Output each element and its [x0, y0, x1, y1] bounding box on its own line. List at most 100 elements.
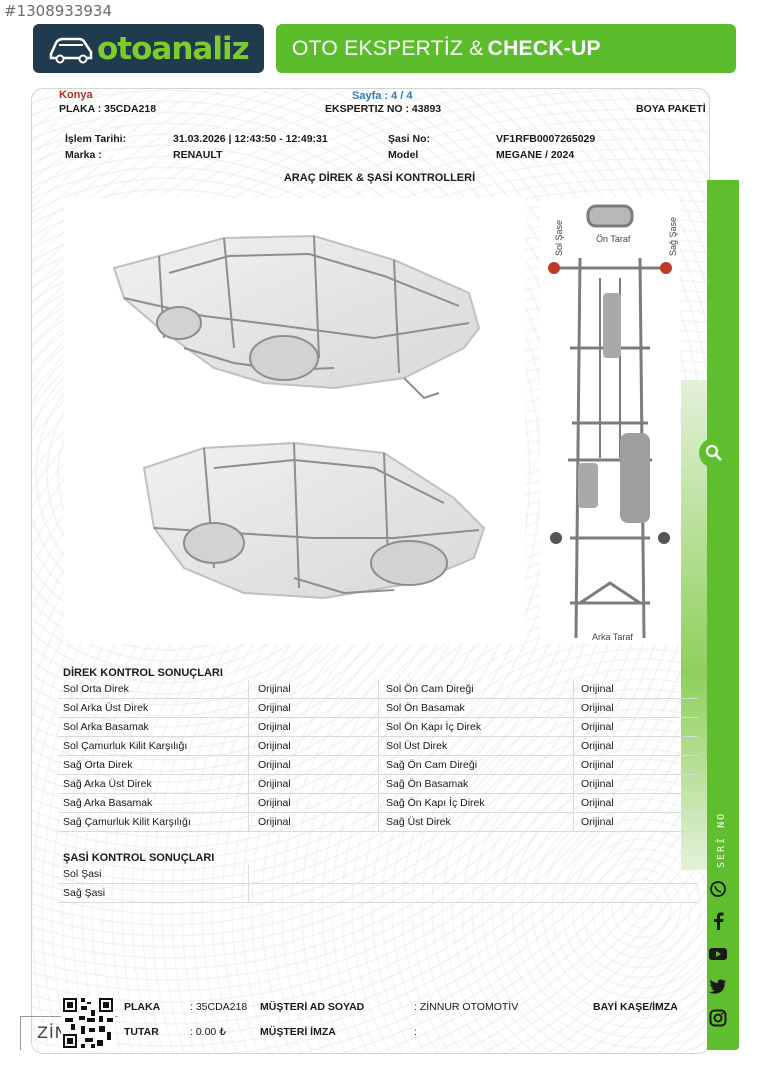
pillar-status: Orijinal [258, 778, 291, 790]
column-divider [248, 756, 249, 775]
column-divider [573, 813, 574, 832]
column-divider [248, 884, 249, 903]
chassis-name: Sağ Şasi [63, 887, 106, 899]
customer-signature-value: : [414, 1026, 417, 1038]
column-divider [378, 813, 379, 832]
pillar-name: Sol Çamurluk Kilit Karşılığı [63, 740, 188, 752]
column-divider [248, 813, 249, 832]
pillar-name: Sağ Arka Üst Direk [63, 778, 152, 790]
column-divider [573, 699, 574, 718]
table-row: Sol Şasi [58, 865, 698, 884]
front-side-label: Ön Taraf [596, 234, 631, 244]
customer-name-value: : ZİNNUR OTOMOTİV [414, 1001, 519, 1013]
twitter-icon[interactable] [708, 976, 728, 996]
pillar-name: Sağ Ön Basamak [386, 778, 469, 790]
pillar-status: Orijinal [581, 759, 614, 771]
pillar-status: Orijinal [581, 816, 614, 828]
column-divider [378, 699, 379, 718]
chassis-no-value: VF1RFB0007265029 [496, 133, 596, 145]
pillar-name: Sağ Ön Kapı İç Direk [386, 797, 485, 809]
column-divider [573, 680, 574, 699]
right-chassis-label: Sağ Şase [668, 217, 678, 256]
column-divider [248, 718, 249, 737]
title-regular: OTO EKSPERTİZ & [292, 36, 484, 60]
pillar-name: Sağ Arka Basamak [63, 797, 153, 809]
chassis-results-title: ŞASİ KONTROL SONUÇLARI [63, 852, 215, 864]
facebook-icon[interactable] [708, 911, 728, 931]
pillar-name: Sağ Üst Direk [386, 816, 451, 828]
logo-text: otoanaliz [97, 30, 250, 67]
pillar-name: Sol Arka Basamak [63, 721, 149, 733]
image-id-watermark: #1308933934 [4, 2, 113, 20]
model-label: Model [388, 149, 419, 161]
pillar-status: Orijinal [258, 702, 291, 714]
pillar-status: Orijinal [258, 759, 291, 771]
column-divider [248, 699, 249, 718]
pillar-status: Orijinal [258, 721, 291, 733]
plate-header: PLAKA : 35CDA218 [59, 103, 157, 115]
page-indicator: Sayfa : 4 / 4 [352, 90, 413, 102]
expertise-number: EKSPERTIZ NO : 43893 [325, 103, 442, 115]
column-divider [573, 775, 574, 794]
qr-code[interactable] [61, 996, 115, 1050]
youtube-icon[interactable] [708, 944, 728, 964]
model-value: MEGANE / 2024 [496, 149, 575, 161]
column-divider [378, 680, 379, 699]
table-row: Sağ Orta Direk Orijinal Sağ Ön Cam Direği O… [58, 756, 698, 775]
pillar-status: Orijinal [581, 702, 614, 714]
table-row: Sağ Arka Basamak Orijinal Sağ Ön Kapı İç D… [58, 794, 698, 813]
pillar-name: Sol Ön Basamak [386, 702, 465, 714]
footer-plate-label: PLAKA [124, 1001, 161, 1013]
customer-signature-label: MÜŞTERİ İMZA [260, 1026, 336, 1038]
chassis-diagram: Sol Şase Ön Taraf Sağ Şase Arka Taraf [540, 198, 680, 644]
column-divider [573, 718, 574, 737]
footer-amount-label: TUTAR [124, 1026, 159, 1038]
column-divider [378, 737, 379, 756]
package-name: BOYA PAKETİ [636, 103, 706, 115]
table-row: Sol Arka Üst Direk Orijinal Sol Ön Basamak… [58, 699, 698, 718]
rear-side-label: Arka Taraf [592, 632, 633, 642]
column-divider [248, 775, 249, 794]
customer-name-label: MÜŞTERİ AD SOYAD [260, 1001, 365, 1013]
city-label: Konya [59, 89, 93, 101]
column-divider [378, 756, 379, 775]
brand-logo[interactable]: otoanaliz [33, 24, 264, 73]
pillar-name: Sol Ön Cam Direği [386, 683, 474, 695]
pillar-name: Sol Ön Kapı İç Direk [386, 721, 482, 733]
pillar-name: Sağ Çamurluk Kilit Karşılığı [63, 816, 191, 828]
brand-value: RENAULT [173, 149, 223, 161]
search-button[interactable] [699, 438, 729, 468]
column-divider [248, 865, 249, 884]
pillar-status: Orijinal [581, 721, 614, 733]
car-body-diagram [64, 198, 525, 644]
column-divider [248, 737, 249, 756]
pillar-status: Orijinal [581, 683, 614, 695]
chassis-no-label: Şasi No: [388, 133, 431, 145]
pillar-name: Sağ Ön Cam Direği [386, 759, 478, 771]
section-title: ARAÇ DİREK & ŞASİ KONTROLLERİ [283, 172, 476, 184]
pillar-status: Orijinal [258, 816, 291, 828]
instagram-icon[interactable] [708, 1008, 728, 1028]
column-divider [573, 756, 574, 775]
column-divider [573, 794, 574, 813]
car-logo-icon [49, 37, 93, 63]
pillar-results-title: DİREK KONTROL SONUÇLARI [63, 667, 223, 679]
pillar-status: Orijinal [258, 797, 291, 809]
side-green-band [707, 180, 739, 1050]
pillar-name: Sağ Orta Direk [63, 759, 133, 771]
whatsapp-icon[interactable] [708, 879, 728, 899]
pillar-name: Sol Üst Direk [386, 740, 448, 752]
qr-code-icon [61, 996, 115, 1050]
column-divider [378, 718, 379, 737]
pillar-name: Sol Arka Üst Direk [63, 702, 149, 714]
footer-amount-value: : 0.00 ₺ [190, 1026, 226, 1038]
chassis-illustration: Sol Şase Ön Taraf Sağ Şase Arka Taraf [548, 204, 678, 642]
column-divider [248, 794, 249, 813]
pillar-name: Sol Orta Direk [63, 683, 129, 695]
table-row: Sağ Şasi [58, 884, 698, 903]
chassis-name: Sol Şasi [63, 868, 102, 880]
table-row: Sol Arka Basamak Orijinal Sol Ön Kapı İç D… [58, 718, 698, 737]
title-bold: CHECK-UP [487, 36, 601, 60]
